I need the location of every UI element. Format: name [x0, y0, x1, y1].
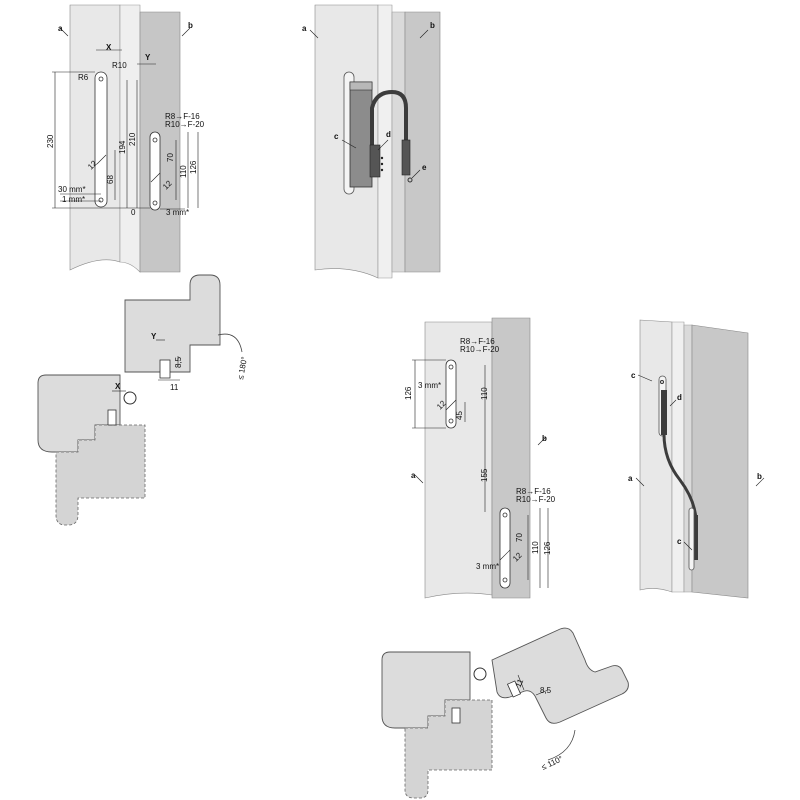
label-d: d	[386, 130, 391, 139]
view-section-180: Y X 8,5 11 ≤ 180°	[37, 274, 249, 526]
dim-r8-f16: R8→F-16	[165, 112, 200, 121]
hinge-pin-2	[473, 667, 487, 681]
dim-r10: R10	[112, 61, 127, 70]
angle-110: ≤ 110°	[540, 754, 564, 772]
dim-126: 126	[189, 160, 198, 174]
dim-1mm: 1 mm*	[62, 195, 85, 204]
flexible-cable	[370, 89, 408, 148]
dim-70-2: 70	[515, 533, 524, 542]
diagonal-cable	[662, 433, 698, 521]
dim-194: 194	[118, 140, 127, 154]
dim-110: 110	[179, 165, 188, 178]
dim-y-section: Y	[151, 332, 157, 341]
label-c-3: c	[677, 537, 682, 546]
dim-r8-f16-2: R8→F-16	[460, 337, 495, 346]
cable-housing	[349, 81, 373, 188]
mounting-slot-frame	[149, 131, 161, 211]
dim-x-section: X	[115, 382, 121, 391]
dim-110-3: 110	[531, 541, 540, 554]
slot-lower	[499, 507, 511, 589]
view-mounting-dimensions: a b X Y R10 R6 R8→F-16 R10→F-20 230 194 …	[46, 4, 205, 273]
label-d-2: d	[677, 393, 682, 402]
frame-section-rotated	[491, 627, 629, 724]
mounting-slot	[94, 71, 108, 208]
label-b: b	[188, 21, 193, 30]
label-c-2: c	[631, 371, 636, 380]
view-installed-transition: a b c d e	[302, 4, 441, 279]
dim-r6: R6	[78, 73, 89, 82]
label-a-3: a	[411, 471, 416, 480]
slot-upper	[445, 359, 457, 429]
dim-r10-f20-2: R10→F-20	[460, 345, 500, 354]
dim-3mm: 3 mm*	[166, 208, 189, 217]
label-e: e	[422, 163, 427, 172]
label-a-4: a	[628, 474, 633, 483]
label-c: c	[334, 132, 339, 141]
dim-70: 70	[166, 153, 175, 162]
dim-3mm-2: 3 mm*	[418, 381, 441, 390]
dim-11-2: 11	[514, 677, 526, 689]
label-b-3: b	[542, 434, 547, 443]
label-b-2: b	[430, 21, 435, 30]
view-diagonal-cable: c d c a b	[628, 319, 765, 599]
door-section-2-dashed	[404, 699, 493, 799]
dim-230: 230	[46, 134, 55, 148]
view-section-110: 11 8,5 ≤ 110°	[381, 627, 629, 799]
label-b-4: b	[757, 472, 762, 481]
dim-11: 11	[170, 383, 179, 392]
view-mounting-dimensions-2: a b R8→F-16 R10→F-20 126 3 mm* 110 12 45…	[404, 317, 556, 599]
door-section-dashed	[55, 424, 146, 526]
dim-x: X	[106, 43, 112, 52]
angle-180: ≤ 180°	[236, 356, 249, 380]
dim-126-3: 126	[543, 541, 552, 555]
dim-68: 68	[106, 175, 115, 184]
dim-45: 45	[455, 411, 464, 420]
hinge-pin	[123, 391, 137, 405]
dim-0: 0	[131, 208, 136, 217]
label-a-2: a	[302, 24, 307, 33]
dim-8-5-2: 8,5	[540, 686, 552, 695]
label-a: a	[58, 24, 63, 33]
dim-r8-f16-3: R8→F-16	[516, 487, 551, 496]
dim-3mm-3: 3 mm*	[476, 562, 499, 571]
dim-126-2: 126	[404, 386, 413, 400]
dim-r10-f20-3: R10→F-20	[516, 495, 556, 504]
dim-210: 210	[128, 132, 137, 146]
dim-r10-f20: R10→F-20	[165, 120, 205, 129]
dim-30mm: 30 mm*	[58, 185, 86, 194]
dim-8-5: 8,5	[174, 356, 183, 368]
dim-y: Y	[145, 53, 151, 62]
dim-155: 155	[480, 468, 489, 482]
dim-110-2: 110	[480, 387, 489, 400]
frame-section	[124, 274, 221, 373]
